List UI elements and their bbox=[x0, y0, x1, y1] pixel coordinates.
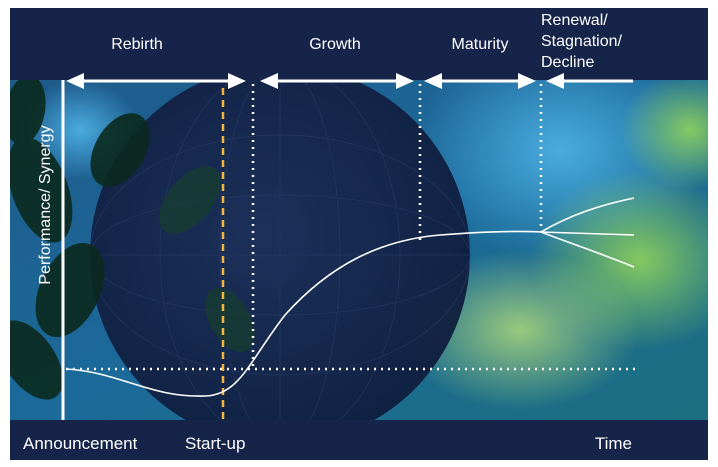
phase-arrows bbox=[66, 73, 633, 89]
outcome-branches bbox=[540, 197, 635, 268]
phase-label-growth: Growth bbox=[309, 36, 361, 53]
phase-label-maturity: Maturity bbox=[452, 36, 509, 53]
y-axis-label: Performance/ Synergy bbox=[37, 125, 54, 284]
axis-footer-band bbox=[10, 420, 708, 460]
branch-renewal bbox=[540, 197, 635, 233]
arrowhead-right bbox=[228, 73, 246, 89]
background-photo bbox=[10, 80, 708, 420]
arrowhead-left bbox=[424, 73, 442, 89]
x-label-startup: Start-up bbox=[185, 434, 245, 453]
x-label-time: Time bbox=[595, 434, 632, 453]
performance-curve bbox=[65, 230, 542, 397]
phase-header-band bbox=[10, 8, 708, 80]
phase-dividers bbox=[251, 84, 543, 370]
arrowhead-right bbox=[518, 73, 536, 89]
arrowhead-left bbox=[66, 73, 84, 89]
arrowhead-right bbox=[396, 73, 414, 89]
phase-label-decline: Renewal/ Stagnation/ Decline bbox=[541, 12, 623, 71]
arrowhead-left bbox=[546, 73, 564, 89]
phase-label-decline-line-2: Stagnation/ bbox=[541, 33, 623, 50]
branch-decline bbox=[540, 231, 635, 268]
phase-label-decline-line-1: Renewal/ bbox=[541, 12, 608, 29]
x-label-announcement: Announcement bbox=[23, 434, 138, 453]
branch-stagnation bbox=[540, 231, 635, 236]
phase-label-rebirth: Rebirth bbox=[111, 36, 163, 53]
phase-label-decline-line-3: Decline bbox=[541, 54, 594, 71]
arrowhead-left bbox=[260, 73, 278, 89]
